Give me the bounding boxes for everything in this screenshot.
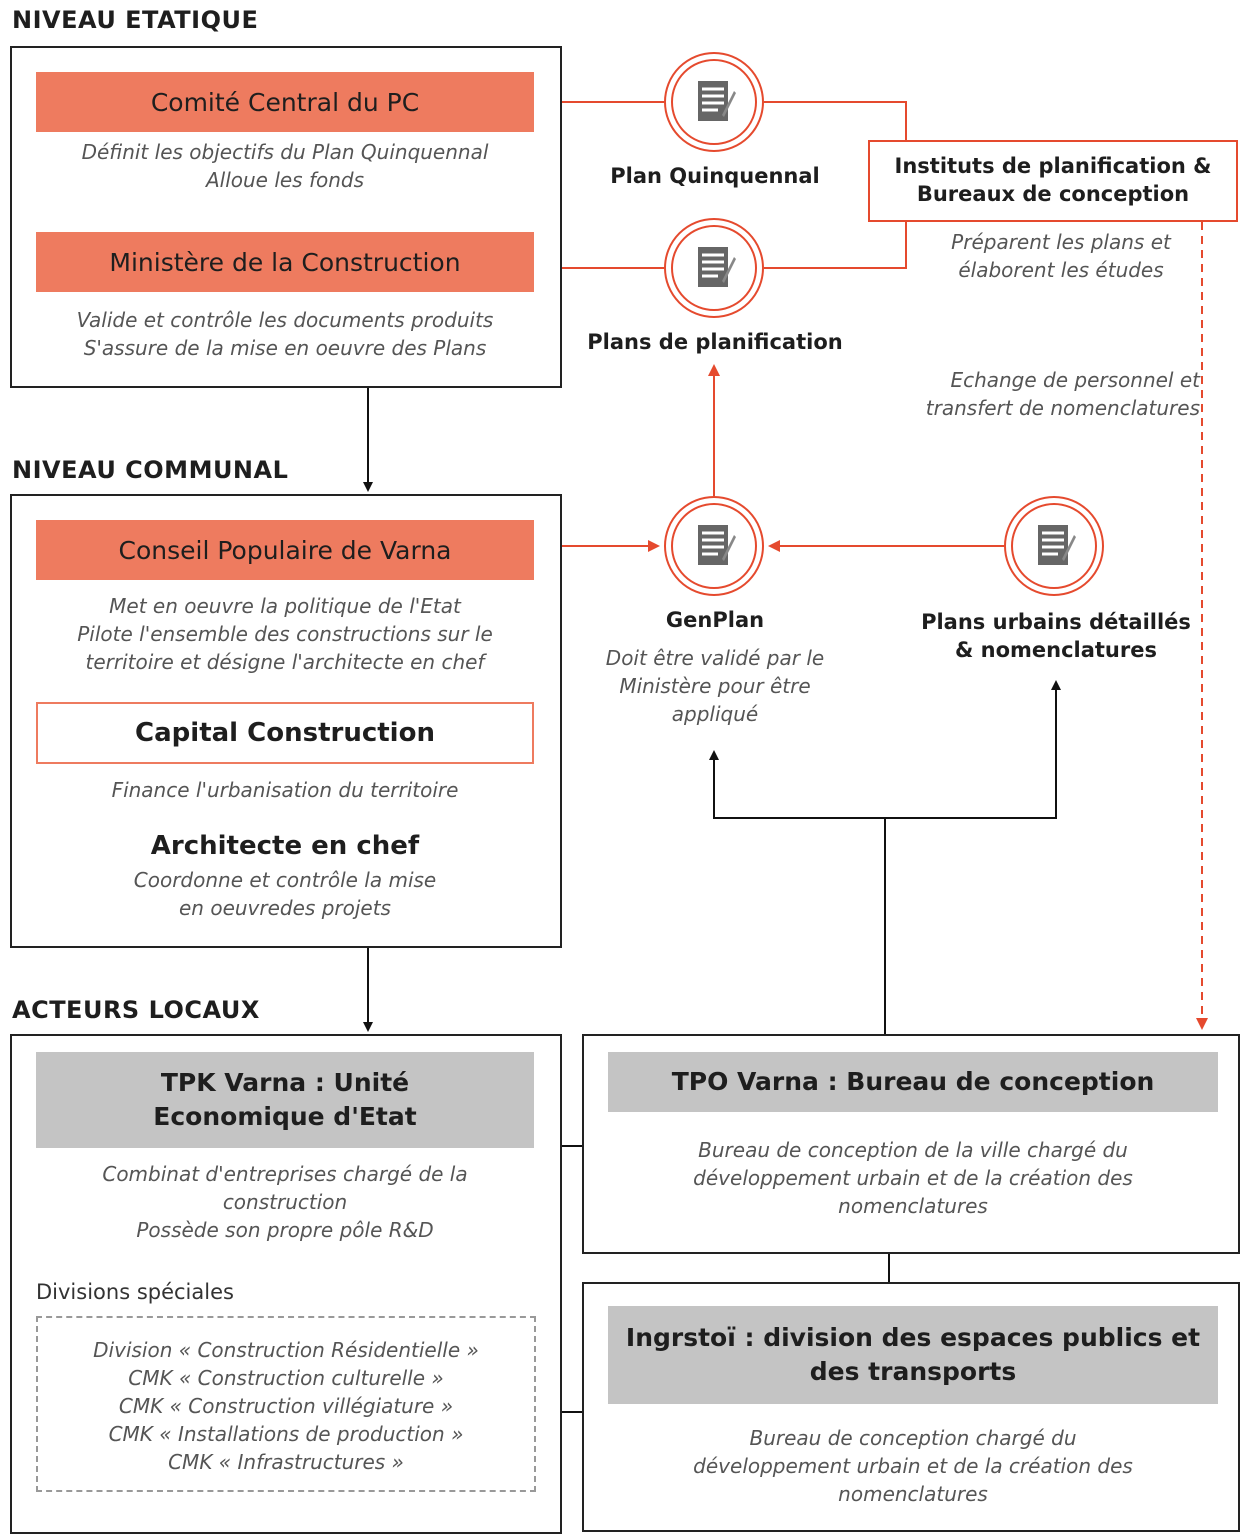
comite-central-header: Comité Central du PC [36, 72, 534, 132]
conseil-populaire-header: Conseil Populaire de Varna [36, 520, 534, 580]
tpo-header: TPO Varna : Bureau de conception [608, 1052, 1218, 1112]
instituts-desc: Préparent les plans et élaborent les étu… [951, 230, 1171, 282]
section-title-etatique: NIVEAU ETATIQUE [12, 6, 259, 34]
tpk-desc: Combinat d'entreprises chargé de la cons… [102, 1162, 468, 1242]
exchange-note: Echange de personnel et transfert de nom… [925, 368, 1200, 420]
capital-construction-header: Capital Construction [36, 702, 534, 764]
plans-planification-icon [664, 218, 764, 318]
tpo-desc: Bureau de conception de la ville chargé … [693, 1138, 1133, 1218]
divisions-title: Divisions spéciales [36, 1280, 234, 1304]
instituts-box: Instituts de planification & Bureaux de … [868, 140, 1238, 222]
section-title-locaux: ACTEURS LOCAUX [12, 996, 260, 1024]
plans-planification-label: Plans de planification [587, 330, 843, 354]
architecte-desc: Coordonne et contrôle la mise en oeuvred… [133, 868, 437, 920]
plans-urbains-icon [1004, 496, 1104, 596]
division-item: Division « Construction Résidentielle » [93, 1338, 479, 1362]
ingrstoi-desc: Bureau de conception chargé du développe… [693, 1426, 1133, 1506]
plan-quinquennal-icon [664, 52, 764, 152]
ingrstoi-header: Ingrstoï : division des espaces publics … [608, 1306, 1218, 1404]
division-item: CMK « Installations de production » [108, 1422, 464, 1446]
ministere-desc: Valide et contrôle les documents produit… [76, 308, 494, 360]
division-item: CMK « Infrastructures » [168, 1450, 404, 1474]
plan-flow-lines [560, 101, 1208, 1030]
plans-urbains-label: Plans urbains détaillés & nomenclatures [921, 610, 1191, 662]
genplan-desc: Doit être validé par le Ministère pour ê… [605, 646, 825, 726]
division-item: CMK « Construction villégiature » [118, 1394, 454, 1418]
divisions-list: Division « Construction Résidentielle » … [36, 1316, 536, 1492]
architecte-title: Architecte en chef [150, 831, 420, 861]
ministere-header: Ministère de la Construction [36, 232, 534, 292]
plan-quinquennal-label: Plan Quinquennal [610, 164, 820, 188]
genplan-icon [664, 496, 764, 596]
tpk-header: TPK Varna : Unité Economique d'Etat [36, 1052, 534, 1148]
section-title-communal: NIVEAU COMMUNAL [12, 456, 289, 484]
conseil-populaire-desc: Met en oeuvre la politique de l'Etat Pil… [77, 594, 493, 674]
division-item: CMK « Construction culturelle » [128, 1366, 444, 1390]
genplan-label: GenPlan [665, 608, 765, 632]
comite-central-desc: Définit les objectifs du Plan Quinquenna… [81, 140, 489, 192]
capital-construction-desc: Finance l'urbanisation du territoire [111, 778, 459, 802]
